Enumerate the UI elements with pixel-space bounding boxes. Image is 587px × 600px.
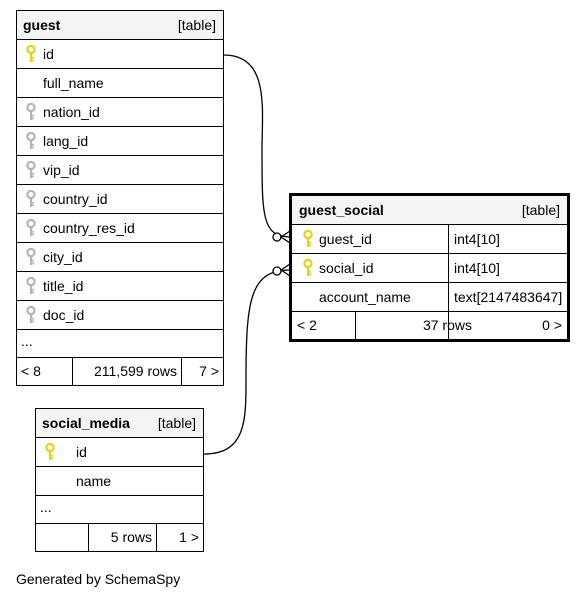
column-name: lang_id (43, 133, 89, 149)
column-row[interactable]: vip_id (17, 156, 223, 185)
column-row[interactable]: guest_id int4[10] (292, 225, 567, 254)
foreign-key-icon (26, 305, 36, 324)
column-name: nation_id (43, 104, 100, 120)
row-count: 5 rows (110, 529, 152, 545)
column-row[interactable]: nation_id (17, 98, 223, 127)
column-row[interactable]: name (36, 467, 203, 496)
column-type: int4[10] (448, 225, 567, 253)
relation-end-circle-social-id (272, 266, 282, 276)
column-name: guest_id (319, 231, 372, 247)
column-row[interactable]: full_name (17, 69, 223, 98)
primary-key-icon (303, 258, 313, 277)
table-kind: [table] (521, 202, 560, 218)
column-name: doc_id (43, 307, 85, 323)
column-type: int4[10] (448, 254, 567, 282)
primary-key-icon (45, 442, 55, 461)
column-type: text[2147483647] (448, 283, 567, 311)
column-name: social_id (319, 260, 374, 276)
column-row[interactable]: country_id (17, 185, 223, 214)
column-row[interactable]: social_id int4[10] (292, 254, 567, 283)
table-header: social_media [table] (36, 409, 203, 438)
table-kind: [table] (157, 415, 196, 431)
foreign-key-icon (26, 189, 36, 208)
foreign-key-icon (26, 218, 36, 237)
column-row[interactable]: country_res_id (17, 214, 223, 243)
column-row[interactable]: id (17, 40, 223, 69)
children-count[interactable]: 7 > (199, 363, 219, 379)
column-name: country_res_id (43, 220, 135, 236)
foreign-key-icon (26, 160, 36, 179)
primary-key-icon (303, 229, 313, 248)
relation-crowfoot-social-id (279, 263, 291, 277)
column-name: vip_id (43, 162, 80, 178)
table-name: guest_social (299, 202, 384, 218)
column-name: name (76, 473, 112, 489)
relation-crowfoot-guest-id (279, 230, 291, 244)
row-count: 37 rows (422, 317, 472, 333)
column-row[interactable]: account_name text[2147483647] (292, 283, 567, 312)
children-count[interactable]: 1 > (179, 529, 199, 545)
column-name: id (76, 444, 87, 460)
table-kind: [table] (177, 17, 216, 33)
foreign-key-icon (26, 131, 36, 150)
column-row[interactable]: city_id (17, 243, 223, 272)
more-columns-ellipsis: ... (17, 330, 223, 358)
relation-end-circle-guest-id (272, 232, 282, 242)
relation-guest-to-guest-social (223, 54, 291, 238)
table-social-media[interactable]: social_media [table] id name ... 5 rows 1… (35, 408, 204, 552)
parents-count[interactable]: < 8 (21, 363, 41, 379)
table-footer: < 8 211,599 rows 7 > (17, 358, 223, 385)
column-name: city_id (43, 249, 83, 265)
column-row[interactable]: lang_id (17, 127, 223, 156)
table-name: social_media (42, 415, 130, 431)
row-count: 211,599 rows (93, 363, 177, 379)
table-footer: < 2 37 rows 0 > (292, 312, 567, 339)
column-name: account_name (319, 289, 411, 305)
generated-by-text: Generated by SchemaSpy (16, 571, 181, 587)
relation-social-media-to-guest-social (203, 269, 291, 455)
foreign-key-icon (26, 276, 36, 295)
column-row[interactable]: doc_id (17, 301, 223, 330)
table-header: guest_social [table] (292, 196, 567, 225)
table-guest[interactable]: guest [table] id full_name nation_id lang_i… (16, 10, 224, 386)
table-name: guest (23, 17, 61, 33)
column-name: full_name (43, 75, 104, 91)
primary-key-icon (26, 44, 36, 63)
column-name: title_id (43, 278, 84, 294)
children-count[interactable]: 0 > (542, 317, 562, 333)
column-name: id (43, 46, 54, 62)
column-row[interactable]: id (36, 438, 203, 467)
table-header: guest [table] (17, 11, 223, 40)
more-columns-ellipsis: ... (36, 496, 203, 524)
foreign-key-icon (26, 247, 36, 266)
column-name: country_id (43, 191, 108, 207)
foreign-key-icon (26, 102, 36, 121)
column-row[interactable]: title_id (17, 272, 223, 301)
parents-count[interactable]: < 2 (297, 317, 317, 333)
table-footer: 5 rows 1 > (36, 524, 203, 551)
